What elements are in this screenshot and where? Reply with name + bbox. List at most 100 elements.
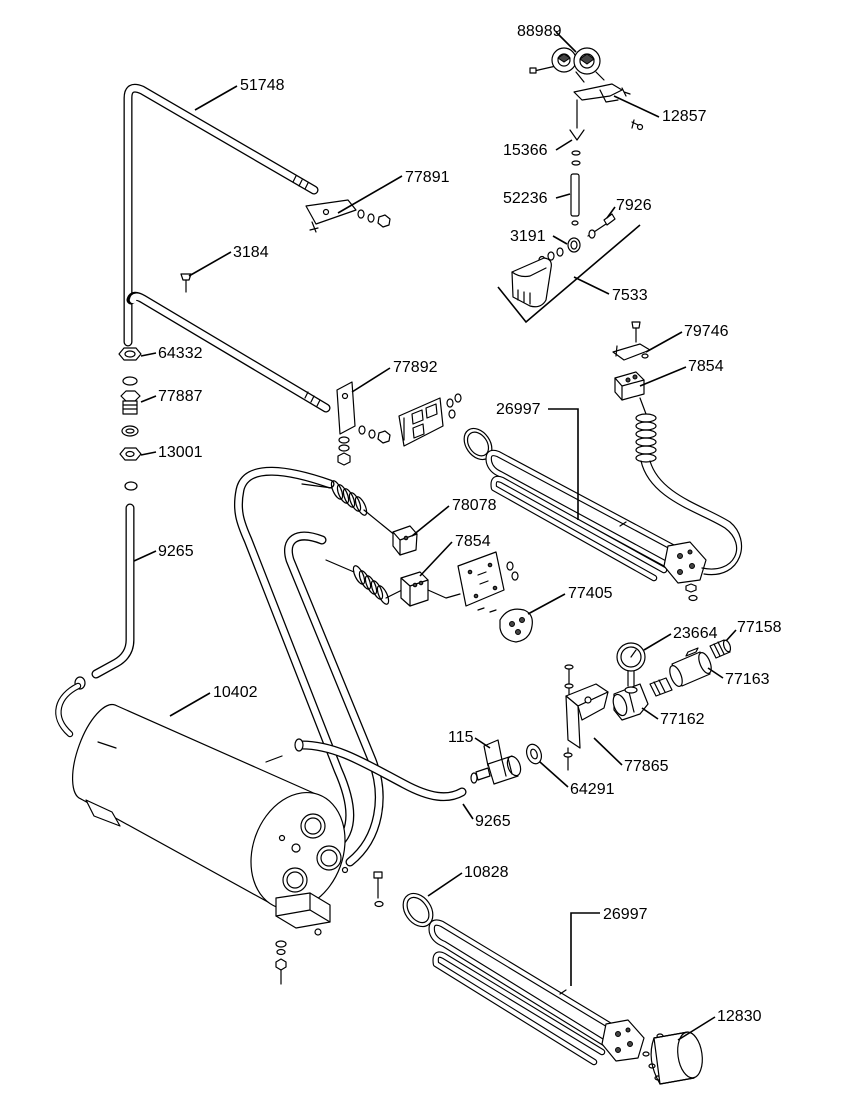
washer-64291-drawing [525, 743, 543, 765]
bracket-12857 [573, 83, 623, 101]
callout-label: 77892 [393, 359, 438, 376]
callout-label: 12857 [662, 108, 707, 125]
leader-line [539, 761, 569, 788]
leader-line [351, 367, 391, 393]
callout-label: 7854 [455, 533, 491, 550]
callout-label: 10402 [213, 684, 258, 701]
callout-label: 77162 [660, 711, 705, 728]
sensor-assembly-drawing [538, 99, 616, 265]
fitting-stack-drawing [118, 347, 142, 491]
callout-label: 23664 [673, 625, 718, 642]
leader-line [411, 505, 450, 537]
callout-label: 9265 [158, 543, 194, 560]
leader-line [140, 352, 157, 357]
valve-77162-drawing [612, 683, 649, 721]
thermostat-77405-drawing [499, 608, 533, 643]
leader-line [140, 451, 157, 456]
callout-label: 79746 [684, 323, 729, 340]
leader-line [555, 31, 577, 53]
loop-tube-drawing [233, 466, 384, 867]
leader-line [639, 366, 687, 387]
terminal-block-7854-upper-drawing [612, 321, 651, 401]
bracket-77891-drawing [305, 199, 391, 233]
callouts: 88989 12857 15366 52236 7926 3191 7533 5… [133, 23, 782, 1041]
lead-wire-coil-drawing [635, 397, 743, 576]
leader-line [427, 872, 463, 897]
nipple-fitting-drawing [649, 677, 673, 697]
leader-line [570, 912, 600, 986]
nut-3191 [567, 237, 581, 253]
leader-line [555, 139, 573, 151]
terminal-block-7854-middle-drawing [400, 571, 461, 607]
heating-element-26997-upper-drawing [463, 427, 707, 602]
callout-label: 78078 [452, 497, 497, 514]
bracket-7533 [497, 224, 641, 324]
leader-line [194, 85, 238, 111]
callout-label: 64291 [570, 781, 615, 798]
mounting-bolts-drawing [275, 871, 384, 985]
bracket-77892-drawing [336, 381, 391, 466]
callout-label: 13001 [158, 444, 203, 461]
callout-label: 26997 [603, 906, 648, 923]
tube-9265-bottom-drawing [249, 738, 467, 807]
callout-label: 77405 [568, 585, 613, 602]
solenoid-valve-115-drawing [470, 739, 522, 785]
element-flange [663, 541, 707, 584]
leader-line [419, 541, 453, 577]
callout-label: 52236 [503, 190, 548, 207]
leader-line [707, 667, 724, 679]
fitting-77158-drawing [709, 639, 732, 659]
callout-label: 77887 [158, 388, 203, 405]
callout-label: 26997 [496, 401, 541, 418]
callout-label: 12830 [717, 1008, 762, 1025]
leader-line [462, 803, 474, 820]
tank-10402-drawing [71, 703, 349, 936]
leader-line [645, 331, 683, 353]
frame-rod-drawing [123, 83, 331, 413]
terminal-cover-12830-drawing [650, 1031, 703, 1085]
leader-line [552, 235, 568, 245]
knob-cover-7533-drawing [497, 224, 641, 324]
leader-line [140, 395, 157, 403]
callout-label: 15366 [503, 142, 548, 159]
leader-line [593, 737, 623, 766]
valve-bracket-77865-drawing [563, 664, 609, 771]
callout-label: 3184 [233, 244, 269, 261]
pressure-gauge-23664-drawing [616, 642, 646, 687]
leader-line [169, 692, 211, 717]
leader-line [474, 737, 491, 749]
leader-line [725, 629, 737, 642]
tank-foot [85, 799, 121, 827]
fitting-77887 [120, 390, 141, 402]
mounting-plate-drawing [457, 551, 519, 613]
leader-line [613, 95, 660, 118]
screw-3184-drawing [180, 273, 192, 293]
callout-label: 77163 [725, 671, 770, 688]
leader-line [643, 633, 672, 651]
callout-label: 7533 [612, 287, 648, 304]
callout-label: 88989 [517, 23, 562, 40]
callout-label: 10828 [464, 864, 509, 881]
terminal-cover-plate-drawing [398, 393, 462, 447]
clip [124, 481, 138, 491]
leader-line [555, 193, 571, 199]
leader-line [133, 550, 157, 562]
element-flange [601, 1019, 645, 1062]
sensor-well-52236 [570, 173, 580, 217]
callout-label: 7854 [688, 358, 724, 375]
callout-label: 9265 [475, 813, 511, 830]
tank-bracket [275, 892, 331, 929]
tube-9265-left-drawing [55, 503, 135, 738]
washer [122, 376, 138, 386]
callout-label: 51748 [240, 77, 285, 94]
callout-label: 77891 [405, 169, 450, 186]
callout-label: 7926 [616, 197, 652, 214]
callout-label: 77865 [624, 758, 669, 775]
callout-label: 77158 [737, 619, 782, 636]
callout-label: 115 [448, 729, 474, 746]
leader-line [641, 707, 659, 720]
leader-line [677, 1016, 716, 1041]
callout-label: 64332 [158, 345, 203, 362]
leader-line [188, 251, 232, 277]
